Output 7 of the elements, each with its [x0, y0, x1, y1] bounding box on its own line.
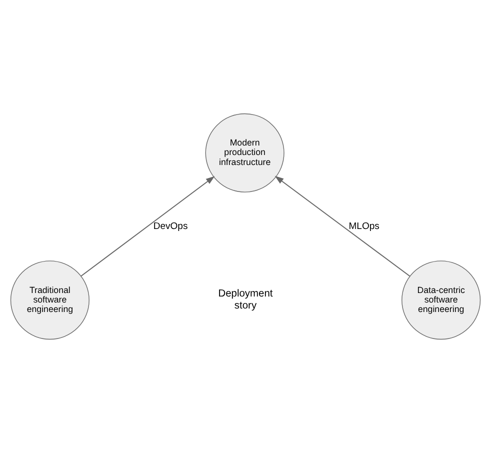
node-circle: Data-centric software engineering	[402, 260, 481, 340]
node-circle: Traditional software engineering	[10, 260, 90, 340]
arrow	[80, 176, 215, 276]
label: Deployment story	[218, 288, 273, 311]
arrow	[274, 175, 410, 276]
edge-label: DevOps	[153, 220, 188, 232]
edge-label: MLOps	[348, 220, 380, 232]
